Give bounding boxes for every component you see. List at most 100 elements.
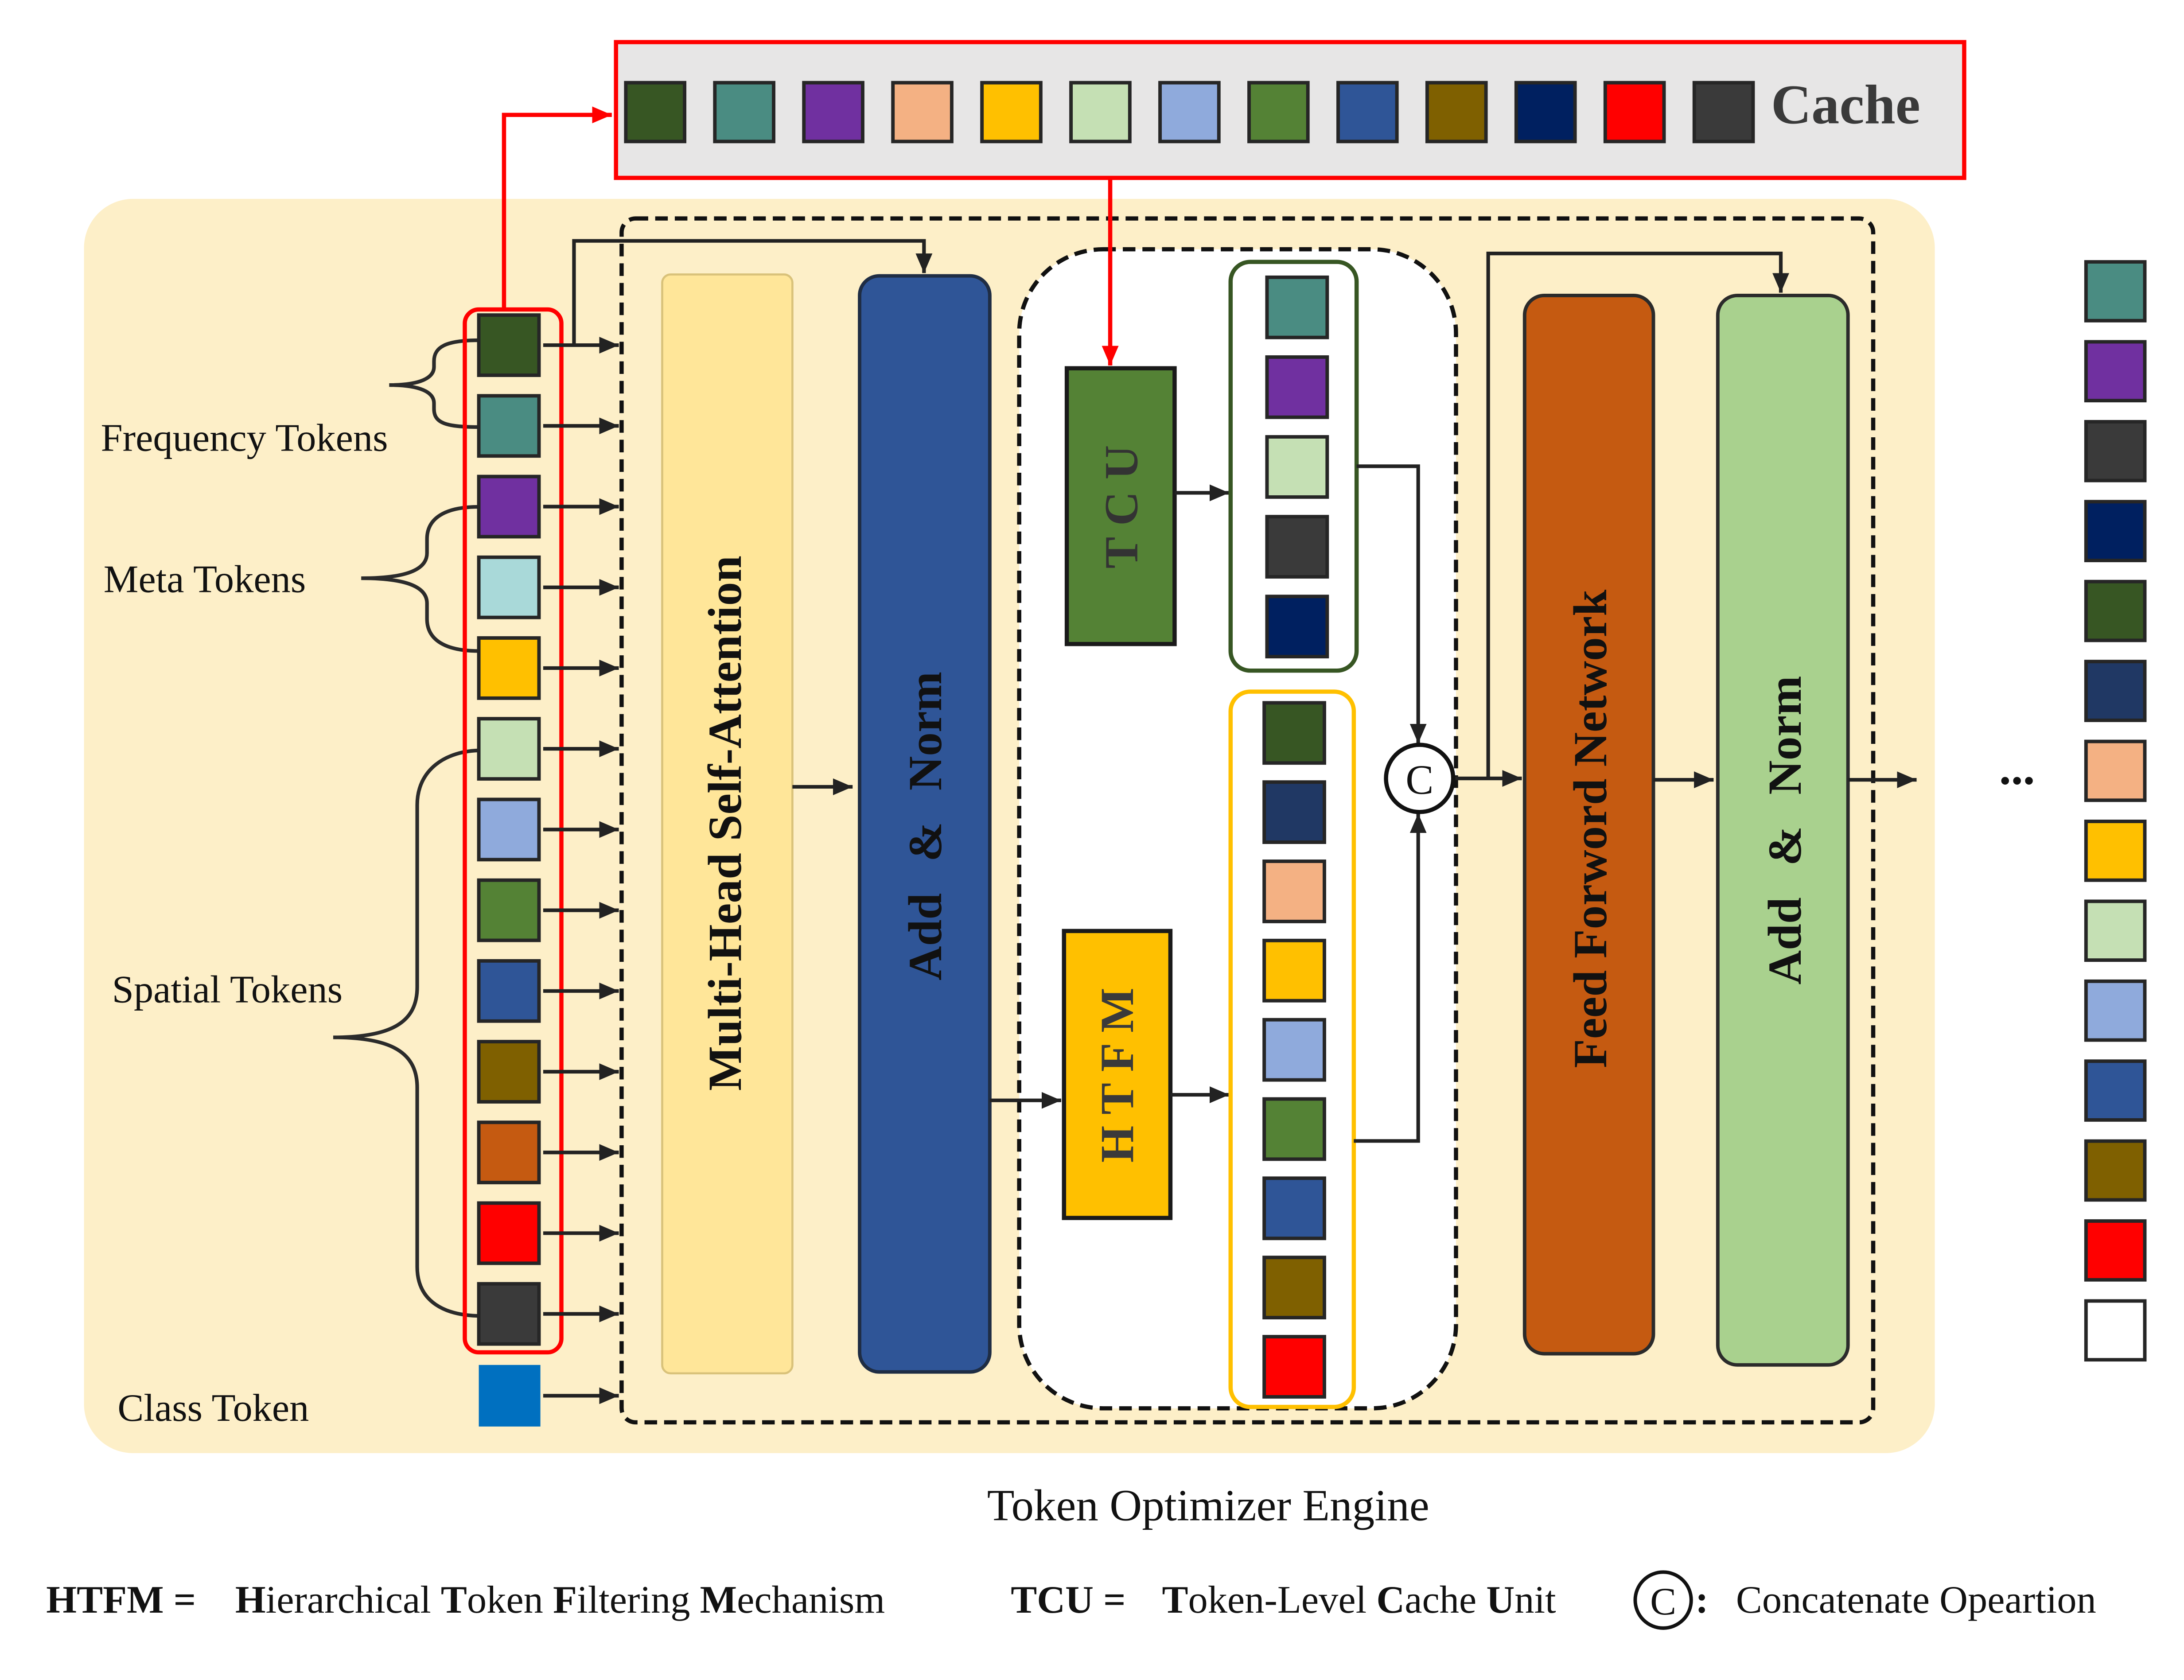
tcu-output-tokens [1265,275,1329,659]
tcu-token-5 [1265,595,1329,659]
htfm-token-3 [1262,859,1326,923]
cache-token-row [624,81,1755,144]
output-token-1 [2084,260,2147,323]
htfm-token-7 [1262,1176,1326,1241]
output-token-11 [2084,1059,2147,1122]
token-optimizer-engine-boundary [619,216,1876,1425]
legend-tcu-definition: Token-Level Cache Unit [1162,1578,1556,1622]
cache-token-3 [802,81,864,144]
cache-token-4 [891,81,954,144]
cache-token-1 [624,81,687,144]
class-token [479,1365,541,1427]
spatial-token-7 [477,1201,541,1265]
spatial-token-2 [477,797,541,862]
cache-token-12 [1603,81,1666,144]
legend-concat-colon: : [1695,1578,1708,1622]
feed-forward-network-label: Feed Forword Network [1564,590,1617,1068]
concatenate-operator [1384,743,1456,814]
output-token-6 [2084,660,2147,722]
add-norm-block-1 [858,274,992,1374]
add-norm-label-1: Add & Norm [899,672,952,980]
frequency-token-2 [477,394,541,458]
frequency-tokens-label: Frequency Tokens [101,416,388,460]
spatial-token-4 [477,959,541,1023]
spatial-tokens-label: Spatial Tokens [112,968,343,1011]
htfm-group-to-concat-line [1354,813,1427,1143]
legend-concat-symbol: C [1650,1580,1676,1623]
output-token-13 [2084,1219,2147,1282]
tcu-token-2 [1265,355,1329,419]
htfm-token-6 [1262,1097,1326,1161]
output-token-7 [2084,739,2147,802]
output-token-12 [2084,1139,2147,1202]
cache-token-13 [1692,81,1755,144]
output-token-5 [2084,579,2147,642]
residual-line-1 [572,239,933,345]
tcu-token-4 [1265,515,1329,579]
cache-label: Cache [1771,74,1920,136]
spatial-token-1 [477,717,541,781]
output-token-4 [2084,500,2147,562]
add-norm-label-2: Add & Norm [1759,676,1811,984]
cache-token-5 [980,81,1043,144]
add-norm-block-2 [1716,293,1850,1367]
main-background-panel [84,198,1935,1453]
cache-token-11 [1514,81,1577,144]
legend-htfm-definition: Hierarchical Token Filtering Mechanism [235,1578,885,1622]
multi-head-self-attention-label: Multi-Head Self-Attention [699,556,751,1091]
cache-token-8 [1247,81,1310,144]
frequency-tokens-brace [389,338,479,429]
output-token-2 [2084,340,2147,403]
meta-tokens-label: Meta Tokens [104,558,306,601]
spatial-token-5 [477,1040,541,1104]
input-arrow-group [543,337,619,1404]
multi-head-self-attention-block [661,273,794,1375]
output-token-10 [2084,979,2147,1042]
legend-concat-definition: Concatenate Opeartion [1736,1578,2096,1622]
residual-line-2 [1486,252,1789,778]
htfm-token-5 [1262,1018,1326,1082]
output-token-9 [2084,899,2147,962]
output-token-14 [2084,1299,2147,1362]
htfm-token-1 [1262,701,1326,765]
meta-token-1 [477,474,541,539]
tcu-block [1064,366,1177,646]
cache-token-9 [1336,81,1399,144]
output-token-3 [2084,420,2147,482]
cache-token-2 [713,81,775,144]
meta-tokens-brace [361,505,479,653]
tcu-token-1 [1265,275,1329,339]
spatial-token-6 [477,1120,541,1185]
tcu-token-3 [1265,435,1329,499]
htfm-token-8 [1262,1256,1326,1320]
htfm-output-tokens [1262,701,1326,1399]
output-token-8 [2084,820,2147,882]
tcu-label: T C U [1095,445,1148,569]
cache-token-6 [1069,81,1132,144]
spatial-token-8 [477,1282,541,1346]
cache-token-7 [1158,81,1221,144]
legend-tcu-abbr: TCU = [1011,1578,1125,1622]
cache-write-arrow [502,106,612,310]
concatenate-symbol: C [1405,757,1433,803]
engine-title: Token Optimizer Engine [987,1481,1429,1530]
htfm-token-4 [1262,938,1326,1003]
meta-token-3 [477,636,541,700]
spatial-tokens-brace [333,748,482,1318]
meta-token-2 [477,555,541,619]
htfm-token-2 [1262,780,1326,844]
class-token-label: Class Token [117,1386,309,1430]
tcu-group-to-concat-line [1356,464,1427,743]
input-token-column [477,313,541,1346]
cache-token-10 [1425,81,1488,144]
htfm-label: H T F M [1091,988,1144,1163]
frequency-token-1 [477,313,541,377]
feed-forward-network-block [1522,293,1655,1356]
htfm-token-9 [1262,1335,1326,1399]
htfm-block [1062,929,1173,1220]
legend-concat-circle [1633,1570,1693,1630]
output-token-column [2084,260,2147,1362]
legend-htfm-abbr: HTFM = [46,1578,196,1622]
spatial-token-3 [477,878,541,942]
